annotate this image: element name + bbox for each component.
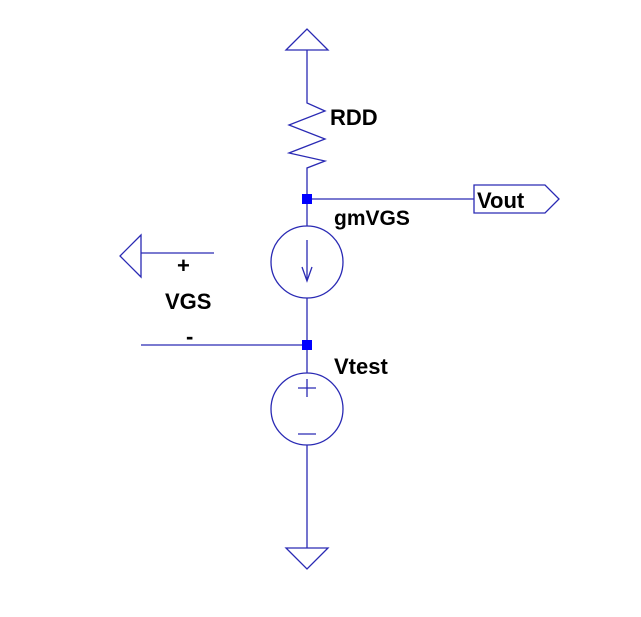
label-vgs: VGS: [165, 289, 211, 314]
ground-arrow-bottom: [284, 547, 330, 570]
junction-drain-node: [302, 194, 312, 204]
vout-port-flag: [473, 184, 560, 214]
current-arrow-head: [301, 266, 313, 283]
resistor-rdd: [286, 97, 328, 199]
label-vtest: Vtest: [334, 354, 388, 379]
supply-arrow-top: [284, 28, 330, 51]
label-vgs-minus: -: [186, 324, 193, 349]
label-vout: Vout: [477, 188, 525, 213]
label-vgs-plus: +: [177, 253, 190, 278]
label-rdd: RDD: [330, 105, 378, 130]
junction-source-node: [302, 340, 312, 350]
vgs-plus-arrow: [119, 233, 142, 279]
label-gmvgs: gmVGS: [334, 207, 410, 230]
